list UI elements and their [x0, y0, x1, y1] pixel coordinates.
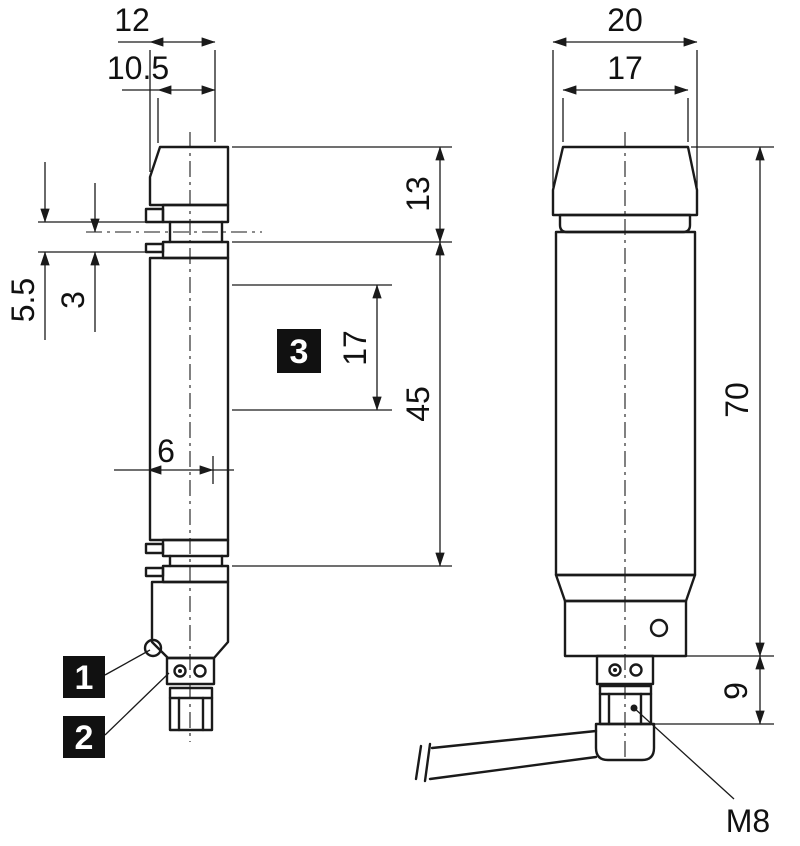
dim-head-height-13: 13: [232, 146, 452, 243]
cable-top-edge: [430, 729, 598, 750]
m8-label: M8: [726, 803, 770, 839]
side-upper-groove-band-bottom: [161, 240, 230, 260]
side-upper-groove-tab-bottom: [144, 242, 165, 254]
dim-body-height-45: 45: [232, 241, 452, 567]
side-body: [148, 256, 230, 542]
side-lower-groove-band-top: [161, 538, 230, 558]
dim-front-top-width-20: 20: [552, 2, 698, 187]
cable-break-mark: [423, 742, 432, 783]
dim-connector-height-9: 9: [655, 655, 774, 725]
front-head: [551, 145, 699, 217]
dim-label-5-5: 5.5: [5, 278, 41, 322]
side-connector-collar: [165, 656, 216, 686]
side-head: [148, 145, 230, 207]
dim-groove-inner-3: 3: [55, 183, 100, 332]
dim-label-17-front: 17: [607, 50, 643, 86]
side-lower-groove-band-bottom: [161, 564, 230, 584]
dim-label-20: 20: [607, 2, 643, 38]
dim-label-3: 3: [55, 291, 91, 309]
dim-label-10-5: 10.5: [107, 50, 169, 86]
dim-label-12: 12: [114, 2, 150, 38]
callout-1-label: 1: [75, 659, 94, 697]
front-elbow-connector: [594, 722, 656, 762]
callout-3: 3: [277, 329, 321, 373]
m8-leader-line: [633, 707, 735, 800]
dim-label-70: 70: [719, 382, 755, 418]
front-view-outline: [414, 145, 699, 783]
front-view: 20 17 70 9 M8: [414, 2, 774, 839]
dim-front-face-width-17: 17: [562, 50, 689, 142]
side-lower-groove-tab-bottom: [144, 566, 165, 578]
dim-front-body-height-70: 70: [657, 146, 774, 657]
side-view-outline: [143, 145, 230, 732]
dim-slot-span-17: 17: [232, 284, 392, 411]
dim-groove-outer-5-5: 5.5: [5, 162, 146, 340]
dim-label-6: 6: [157, 433, 175, 469]
dim-face-width-10-5: 10.5: [107, 50, 216, 143]
callout-1: 1: [63, 649, 151, 698]
cable-break-mark-2: [414, 744, 423, 781]
side-upper-groove-tab-top: [144, 207, 165, 224]
cable-bottom-edge: [428, 755, 598, 781]
callout-1-leader: [104, 649, 151, 676]
dim-label-9: 9: [718, 682, 754, 700]
side-indicator-led: [143, 638, 163, 658]
dim-slot-width-6: 6: [114, 433, 234, 484]
dim-top-width-12: 12: [114, 2, 216, 172]
dim-label-45: 45: [400, 386, 436, 422]
side-lower-groove-tab-top: [144, 542, 165, 555]
side-upper-groove-band-top: [161, 203, 230, 224]
side-view: 12 10.5 13 45 17: [5, 2, 452, 758]
dim-label-17-side: 17: [337, 330, 373, 366]
callout-1-box: [63, 656, 105, 698]
dim-label-13: 13: [400, 176, 436, 212]
callout-3-box: [277, 329, 321, 373]
front-indicator-led: [649, 618, 669, 638]
callout-2-box: [63, 716, 105, 758]
m8-annotation: M8: [630, 704, 770, 839]
callout-2-leader: [104, 672, 170, 736]
side-m8-plug: [168, 686, 214, 732]
callout-2: 2: [63, 672, 170, 758]
callout-3-label: 3: [290, 333, 309, 371]
callout-2-label: 2: [75, 719, 94, 757]
front-connector-collar: [595, 654, 655, 686]
